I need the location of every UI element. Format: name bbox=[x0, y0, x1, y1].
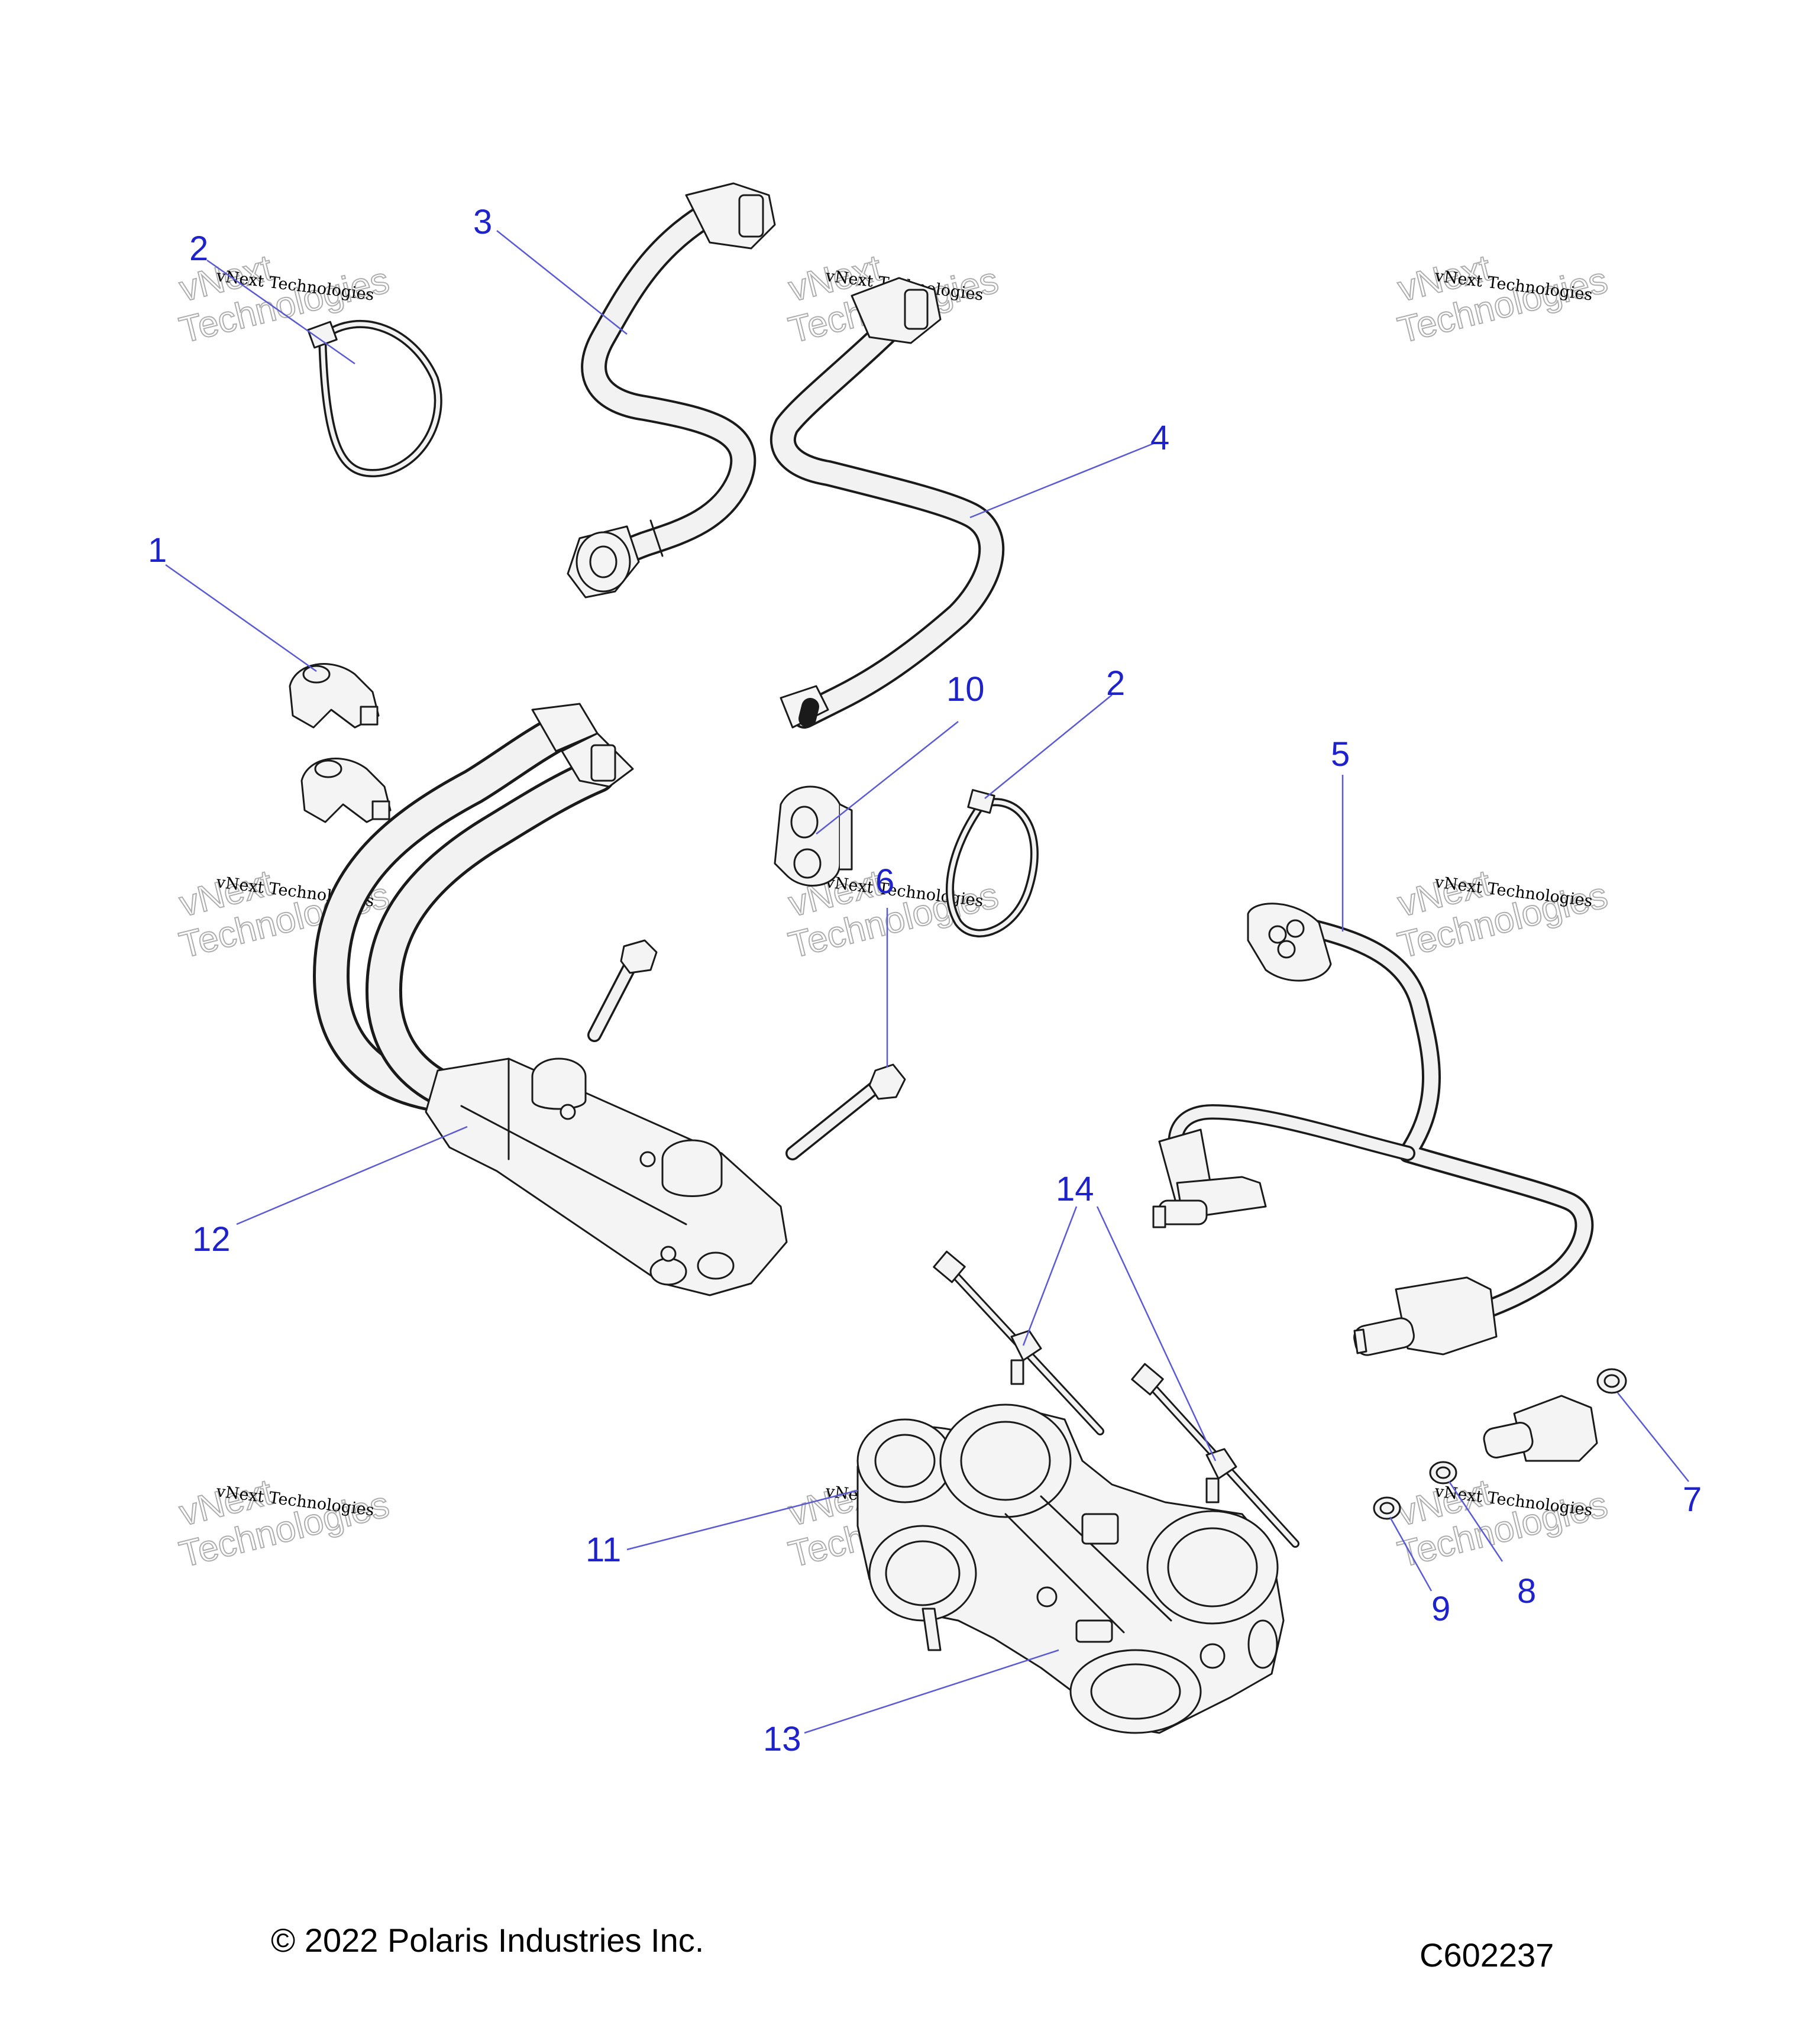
watermark-bottom-right: vNext Technologies vNext Technologies bbox=[1394, 1471, 1612, 1576]
leader-3 bbox=[496, 230, 628, 335]
leader-7 bbox=[1617, 1392, 1689, 1482]
cable-tie-loop-top bbox=[307, 319, 442, 477]
watermark-bottom-left: vNext Technologies vNext Technologies bbox=[175, 1471, 394, 1576]
leader-10 bbox=[816, 721, 959, 835]
callout-1: 1 bbox=[148, 531, 167, 570]
callout-11: 11 bbox=[586, 1531, 621, 1569]
watermark-mid-right: vNext Technologies vNext Technologies bbox=[1394, 862, 1612, 966]
bolt-upper bbox=[587, 939, 658, 1042]
callout-5: 5 bbox=[1331, 735, 1350, 774]
leader-lines bbox=[165, 230, 1689, 1734]
drawing-number: C602237 bbox=[1420, 1936, 1554, 1974]
callout-3: 3 bbox=[473, 203, 492, 241]
grommet-10 bbox=[774, 785, 853, 887]
wiring-harness-5 bbox=[1168, 903, 1594, 1322]
fuel-hose-3 bbox=[567, 182, 776, 599]
leader-2-top bbox=[206, 259, 355, 365]
callout-12: 12 bbox=[192, 1220, 231, 1259]
leader-9 bbox=[1389, 1516, 1433, 1592]
leader-13 bbox=[804, 1649, 1059, 1734]
injector-upper bbox=[1152, 1128, 1267, 1228]
leader-11 bbox=[626, 1489, 858, 1551]
callout-7: 7 bbox=[1683, 1480, 1702, 1519]
bolt-6 bbox=[785, 1063, 906, 1160]
callout-8: 8 bbox=[1517, 1572, 1536, 1610]
callout-10: 10 bbox=[946, 670, 985, 709]
hose-clip-lower bbox=[300, 758, 392, 823]
leader-1 bbox=[165, 564, 317, 672]
callout-2-middle: 2 bbox=[1106, 664, 1125, 703]
injector-loose bbox=[1483, 1395, 1598, 1462]
leader-14b bbox=[1096, 1206, 1217, 1461]
fuel-hose-4 bbox=[770, 277, 1005, 729]
leader-8 bbox=[1448, 1481, 1504, 1562]
cable-tie-14-left bbox=[933, 1250, 1104, 1435]
washer-7 bbox=[1596, 1368, 1627, 1394]
callout-2-top: 2 bbox=[189, 229, 208, 268]
callout-9: 9 bbox=[1431, 1590, 1450, 1628]
callout-6: 6 bbox=[875, 862, 894, 901]
leader-14a bbox=[1022, 1206, 1078, 1346]
washer-9 bbox=[1373, 1496, 1401, 1520]
callout-14: 14 bbox=[1056, 1170, 1094, 1208]
leader-2-middle bbox=[984, 694, 1113, 799]
callout-labels: 1 2 2 3 4 5 6 7 8 9 10 11 12 13 14 bbox=[148, 203, 1702, 1758]
leader-12 bbox=[236, 1126, 468, 1225]
hose-clip-upper bbox=[289, 663, 380, 729]
copyright-text: © 2022 Polaris Industries Inc. bbox=[271, 1922, 704, 1959]
callout-4: 4 bbox=[1150, 419, 1169, 457]
throttle-body-11 bbox=[856, 1403, 1285, 1734]
leader-4 bbox=[969, 442, 1154, 519]
washer-8 bbox=[1429, 1461, 1457, 1485]
fuel-rail-assembly-12 bbox=[313, 703, 788, 1296]
callout-13: 13 bbox=[763, 1720, 801, 1758]
watermark-top-right: vNext Technologies vNext Technologies bbox=[1394, 247, 1612, 351]
injector-lower bbox=[1353, 1276, 1498, 1356]
